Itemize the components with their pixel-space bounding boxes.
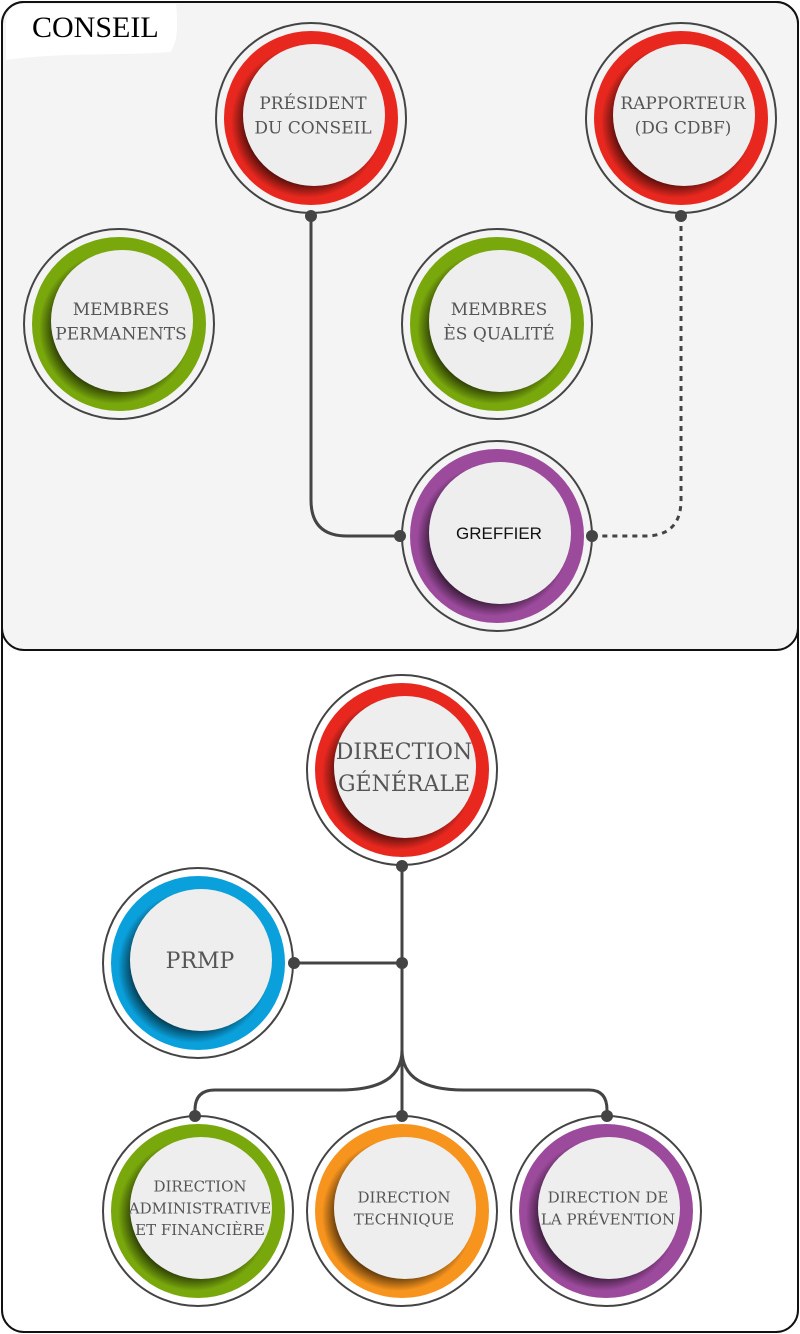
node-membres-es-qualite[interactable]: MEMBRES ÈS QUALITÉ <box>401 228 593 420</box>
inner-disc <box>334 696 476 838</box>
node-label: LA PRÉVENTION <box>541 1210 675 1228</box>
inner-disc <box>130 889 272 1031</box>
node-label: DIRECTION DE <box>548 1189 669 1207</box>
node-label: PERMANENTS <box>55 324 186 344</box>
node-direction-prevention[interactable]: DIRECTION DE LA PRÉVENTION <box>510 1115 702 1307</box>
connector-dot <box>586 530 598 542</box>
node-membres-permanents[interactable]: MEMBRES PERMANENTS <box>23 228 215 420</box>
node-direction-generale[interactable]: DIRECTION GÉNÉRALE <box>306 674 498 866</box>
inner-disc <box>613 44 755 186</box>
node-label: RAPPORTEUR <box>620 94 746 114</box>
inner-disc <box>429 462 571 604</box>
node-label: TECHNIQUE <box>354 1210 454 1228</box>
connector-dot <box>601 1110 613 1122</box>
connector-dot <box>305 210 317 222</box>
node-president[interactable]: PRÉSIDENT DU CONSEIL <box>215 22 407 214</box>
section-title: CONSEIL <box>32 11 159 44</box>
node-label: DIRECTION <box>153 1178 246 1196</box>
connector-dot <box>396 860 408 872</box>
node-label: DU CONSEIL <box>254 118 371 138</box>
connector-dot <box>288 957 300 969</box>
inner-disc <box>334 1137 476 1279</box>
title-tab <box>6 4 178 60</box>
connector-dot <box>675 210 687 222</box>
node-direction-administrative[interactable]: DIRECTION ADMINISTRATIVE ET FINANCIÈRE <box>102 1115 294 1307</box>
node-rapporteur[interactable]: RAPPORTEUR (DG CDBF) <box>585 22 777 214</box>
node-label: MEMBRES <box>73 300 170 320</box>
node-label: PRÉSIDENT <box>259 93 367 114</box>
node-label: GREFFIER <box>456 524 542 543</box>
node-label: ADMINISTRATIVE <box>128 1199 272 1217</box>
node-label: PRMP <box>166 949 235 974</box>
node-label: ÈS QUALITÉ <box>443 323 554 344</box>
connector-dot <box>394 530 406 542</box>
node-label: GÉNÉRALE <box>338 770 470 797</box>
connector-rapporteur-greffier <box>592 216 683 538</box>
inner-disc <box>51 250 193 392</box>
node-direction-technique[interactable]: DIRECTION TECHNIQUE <box>306 1115 498 1307</box>
connector-president-greffier <box>309 216 400 538</box>
node-label: (DG CDBF) <box>635 118 732 138</box>
node-label: ET FINANCIÈRE <box>135 1221 265 1239</box>
connector-dot <box>396 957 408 969</box>
node-label: DIRECTION <box>357 1189 450 1207</box>
connector-dot <box>396 1110 408 1122</box>
connector-dg-dp <box>400 1049 609 1116</box>
connector-dot <box>189 1110 201 1122</box>
inner-disc <box>243 44 385 186</box>
node-greffier[interactable]: GREFFIER <box>401 440 593 632</box>
connectors <box>193 216 683 1116</box>
inner-disc <box>429 250 571 392</box>
node-prmp[interactable]: PRMP <box>102 867 294 1059</box>
node-label: DIRECTION <box>336 740 472 765</box>
connector-dg-daf <box>193 1049 404 1116</box>
node-label: MEMBRES <box>451 300 548 320</box>
inner-disc <box>130 1137 272 1279</box>
connector-dots <box>189 210 687 1122</box>
inner-disc <box>538 1137 680 1279</box>
